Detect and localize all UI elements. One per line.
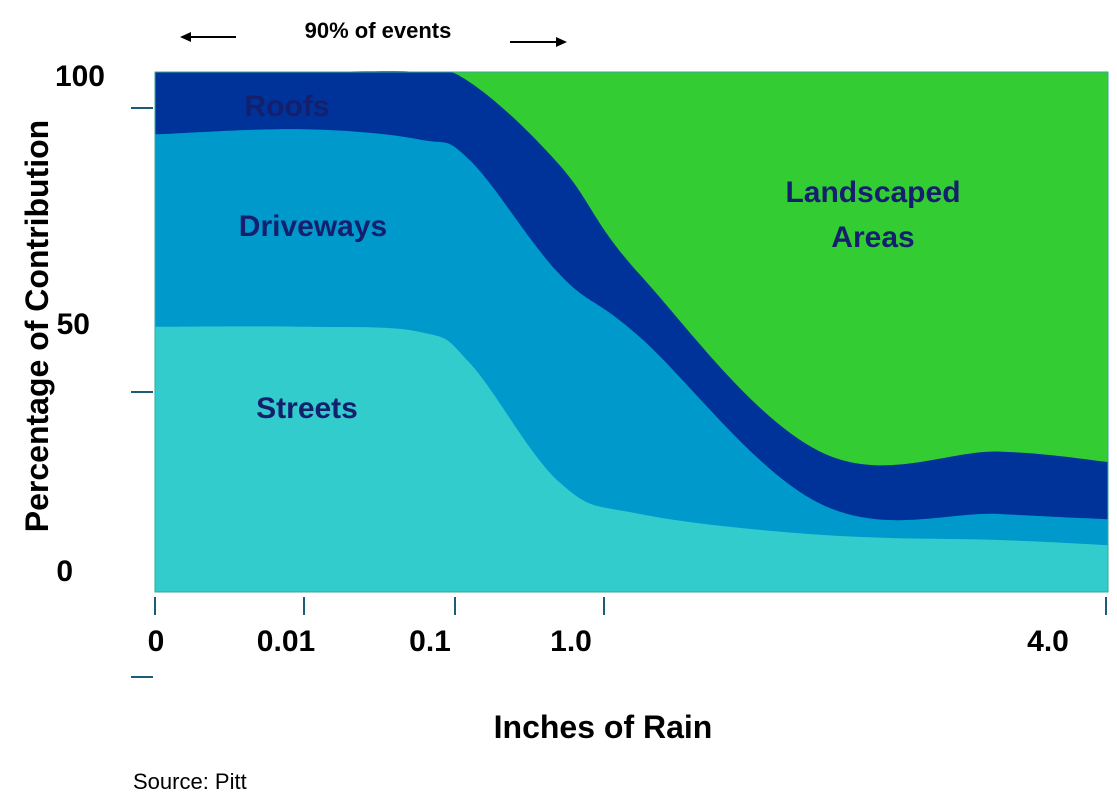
events-annotation: 90% of events <box>305 18 452 43</box>
plot-border <box>154 71 1109 593</box>
y-tick-label-50: 50 <box>57 308 90 341</box>
x-tick-label-0.1: 0.1 <box>409 625 451 658</box>
x-tick-label-0: 0 <box>148 625 165 658</box>
stacked-areas <box>154 71 1109 593</box>
y-tick-label-100: 100 <box>55 60 105 93</box>
roofs-label: Roofs <box>245 90 330 123</box>
area-streets <box>155 326 1108 592</box>
axis-ticks <box>131 107 1107 678</box>
streets-label: Streets <box>256 392 358 425</box>
x-tick-label-0.01: 0.01 <box>257 625 315 658</box>
source-note: Source: Pitt <box>133 769 247 794</box>
x-axis-title: Inches of Rain <box>494 709 713 745</box>
driveways-label: Driveways <box>239 210 387 243</box>
x-tick-label-4.0: 4.0 <box>1027 625 1069 658</box>
left-arrow-icon <box>180 32 236 42</box>
landscaped-label-line1: Landscaped <box>785 176 960 209</box>
landscaped-label-line2: Areas <box>831 221 914 254</box>
y-tick-label-0: 0 <box>56 555 73 588</box>
x-tick-label-1.0: 1.0 <box>550 625 592 658</box>
y-axis-title: Percentage of Contribution <box>19 120 55 532</box>
right-arrow-icon <box>510 37 567 47</box>
